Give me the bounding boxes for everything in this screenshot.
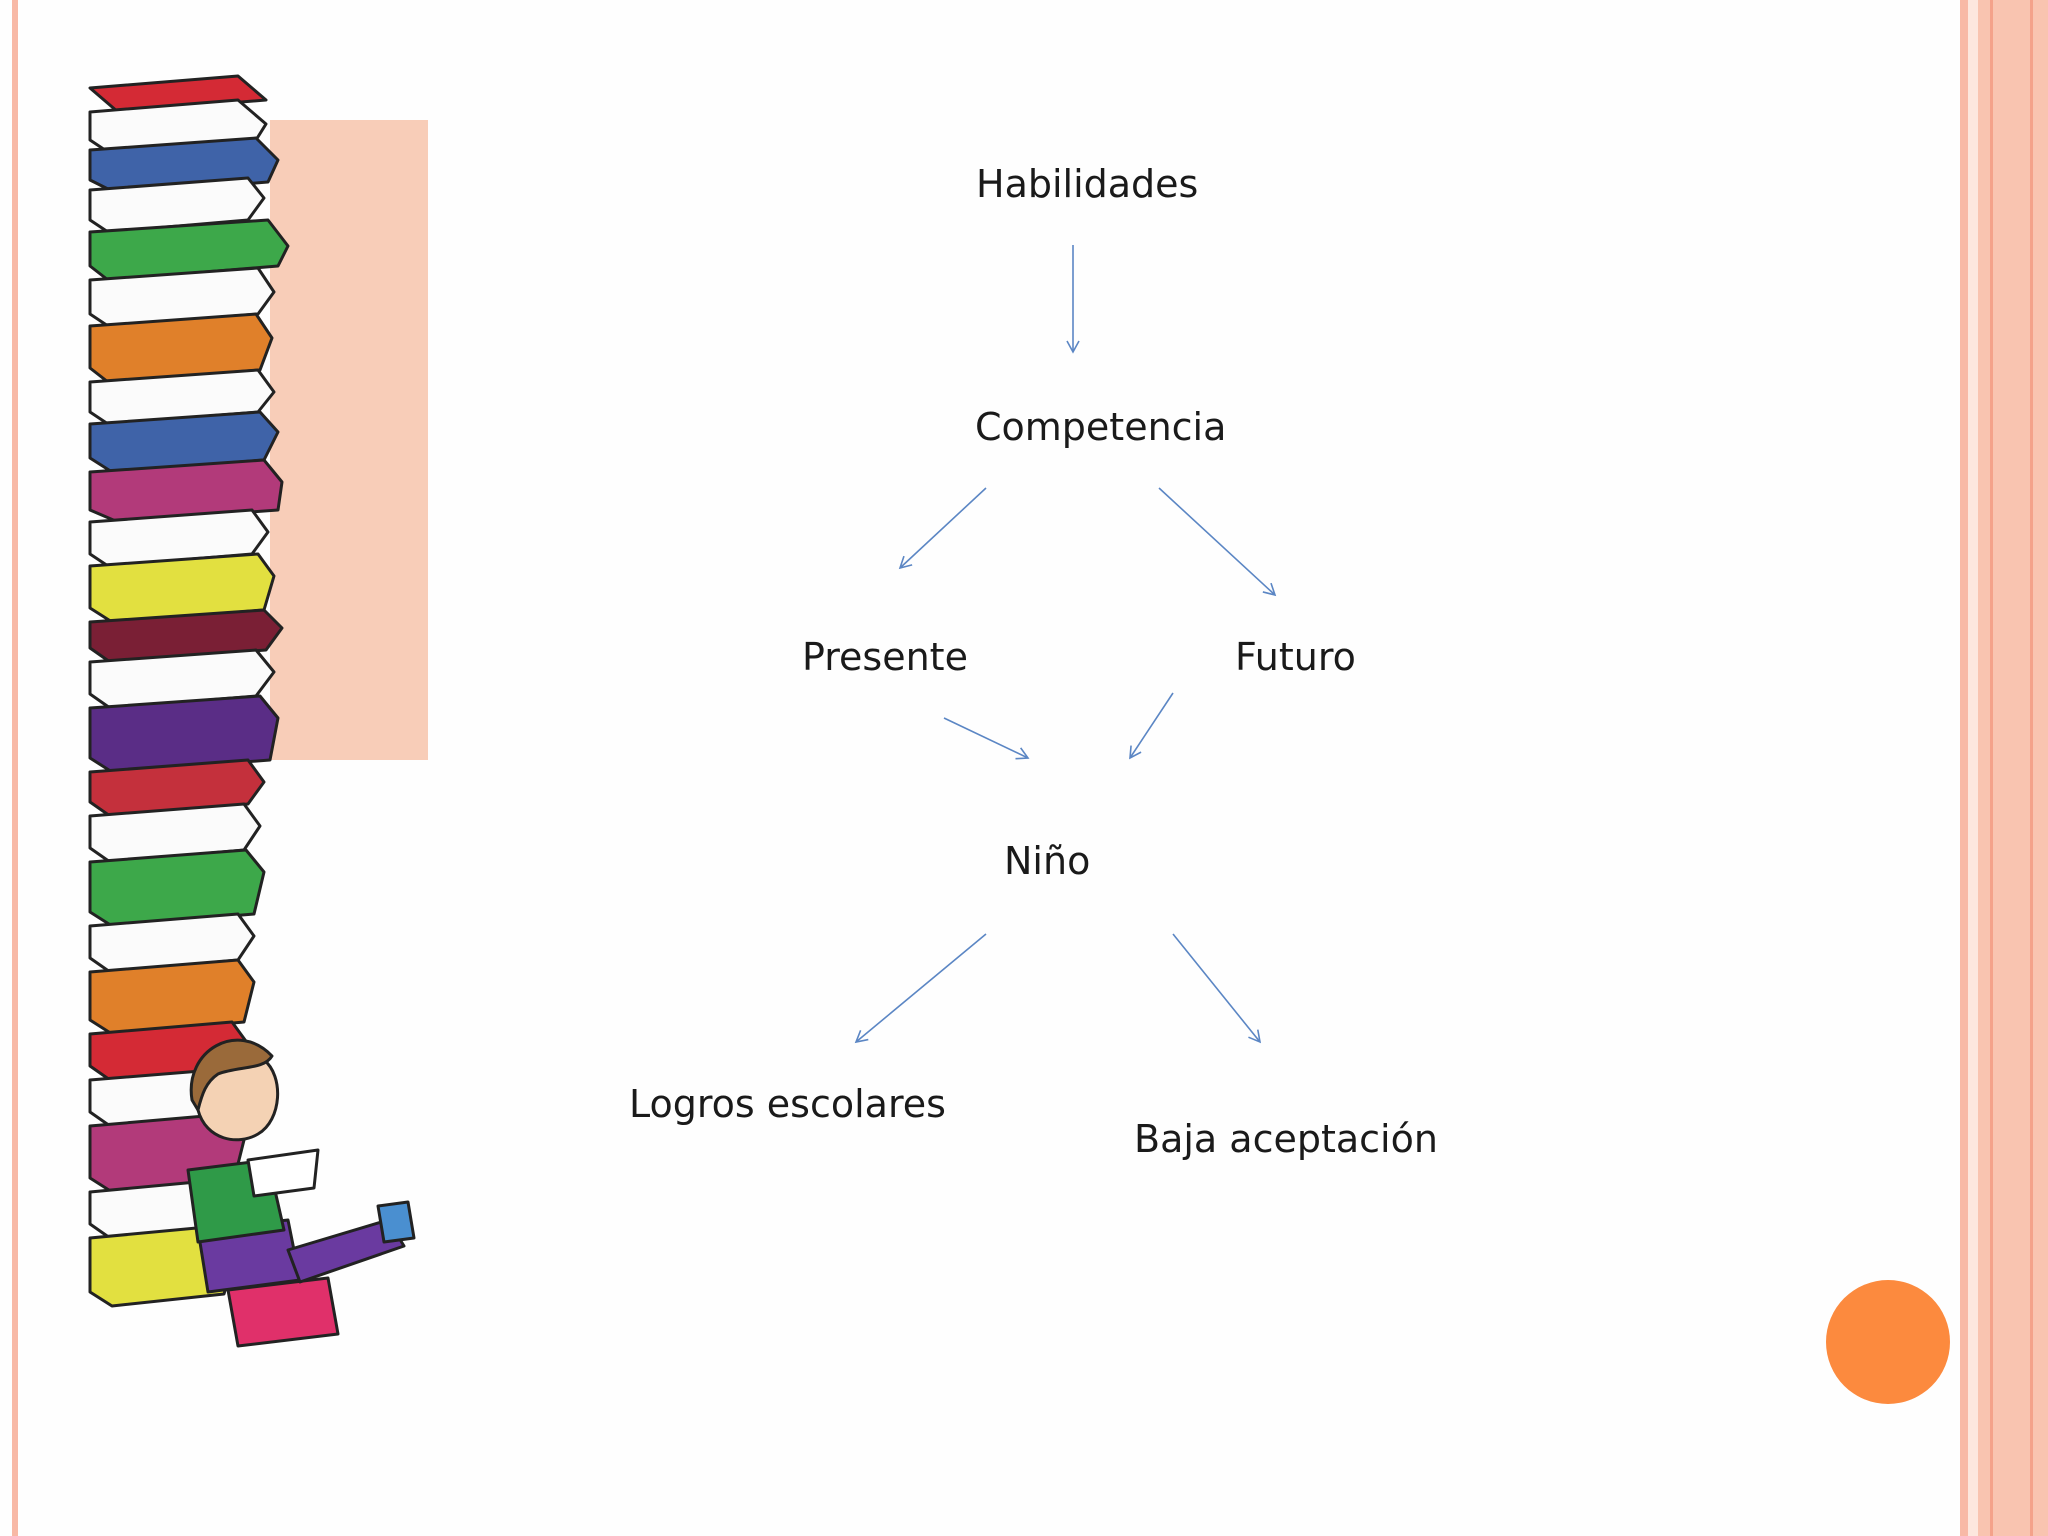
accent-panel — [270, 120, 428, 760]
node-presente: Presente — [802, 635, 968, 679]
arrow-niño-to-baja-aceptación — [1172, 933, 1262, 1044]
node-habilidades: Habilidades — [976, 162, 1199, 206]
node-logros-escolares: Logros escolares — [629, 1082, 946, 1126]
arrow-competencia-to-presente — [898, 487, 987, 570]
right-border-line-2 — [2030, 0, 2033, 1536]
arrow-competencia-to-futuro — [1158, 487, 1277, 597]
arrow-niño-to-logros-escolares — [854, 933, 987, 1044]
right-border-line-1 — [1990, 0, 1993, 1536]
node-competencia: Competencia — [975, 405, 1227, 449]
node-futuro: Futuro — [1235, 635, 1356, 679]
right-border-stripe-inner — [1960, 0, 1968, 1536]
node-baja-aceptacion: Baja aceptación — [1134, 1117, 1438, 1161]
stack-of-books-with-reading-child-icon — [88, 74, 416, 1348]
node-nino: Niño — [1004, 839, 1091, 883]
left-border-stripe — [12, 0, 18, 1536]
right-border-gap — [1968, 0, 1978, 1536]
arrow-presente-to-niño — [943, 717, 1030, 760]
slide-dot — [1826, 1280, 1950, 1404]
arrow-futuro-to-niño — [1129, 692, 1174, 760]
right-border-stripe-outer — [1978, 0, 2048, 1536]
